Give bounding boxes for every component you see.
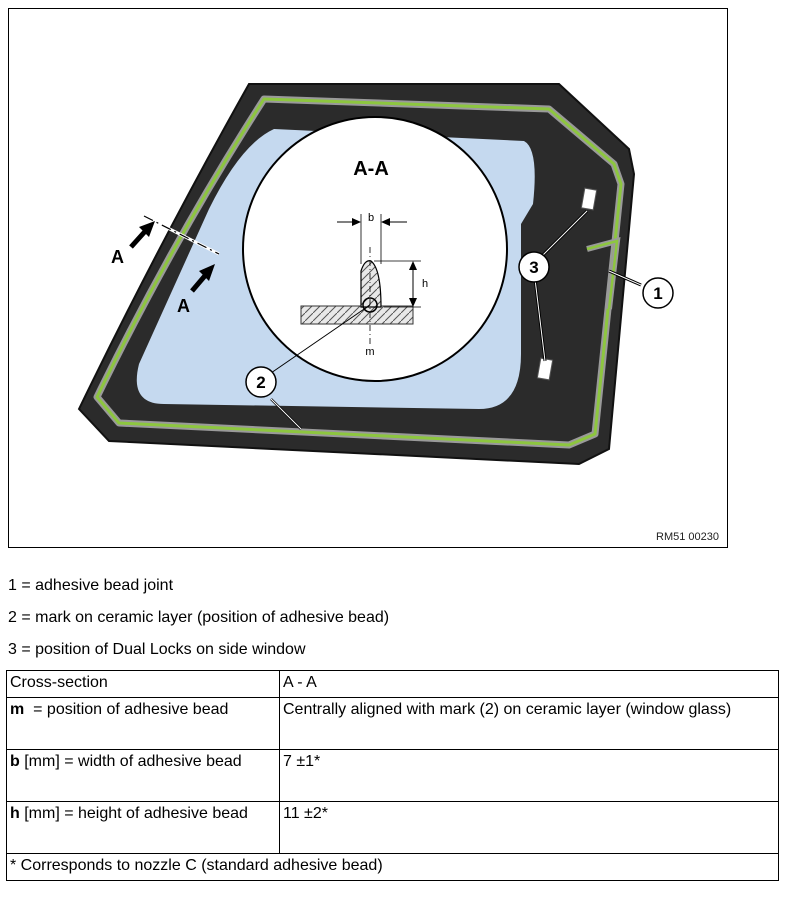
section-detail-circle — [242, 116, 508, 382]
header-section-aa: A - A — [279, 670, 779, 698]
figure-code: RM51 00230 — [656, 531, 719, 543]
row-m-value: Centrally aligned with mark (2) on ceram… — [279, 696, 779, 750]
bead-profile — [360, 260, 382, 308]
row-m-key: m — [10, 700, 25, 718]
dimension-b-label: b — [368, 212, 374, 224]
cut-label-a-top: A — [111, 247, 124, 267]
table-footnote: * Corresponds to nozzle C (standard adhe… — [6, 852, 779, 881]
callout-2 — [245, 366, 277, 398]
cut-label-a-bottom: A — [177, 296, 190, 316]
dual-lock-pad — [580, 187, 598, 211]
callout-1 — [642, 277, 674, 309]
header-cross-section: Cross-section — [6, 670, 280, 698]
dimension-h-label: h — [422, 278, 428, 290]
section-label: A-A — [353, 158, 389, 180]
dual-lock-pad — [536, 357, 554, 381]
row-b-key: b — [10, 752, 20, 770]
legend-item-3: 3 = position of Dual Locks on side windo… — [8, 641, 306, 658]
adhesive-bead — [95, 97, 623, 447]
table-header-row: Cross-section A - A — [6, 670, 779, 698]
callout-3 — [518, 251, 550, 283]
spec-table: Cross-section A - A m = position of adhe… — [6, 670, 779, 881]
glass-section — [300, 305, 414, 325]
row-h-key: h — [10, 804, 20, 822]
callout-3-label: 3 — [529, 258, 538, 277]
row-b-value: 7 ±1* — [279, 748, 779, 802]
mark-m-label: m — [365, 346, 374, 358]
row-h-desc: h [mm] = height of adhesive bead — [6, 800, 280, 854]
table-row: b [mm] = width of adhesive bead 7 ±1* — [6, 748, 779, 802]
row-m-text: = position of adhesive bead — [24, 700, 229, 718]
row-h-value: 11 ±2* — [279, 800, 779, 854]
row-h-text: [mm] = height of adhesive bead — [19, 804, 248, 822]
table-row: h [mm] = height of adhesive bead 11 ±2* — [6, 800, 779, 854]
diagram-figure: A A A-A m b h 2 — [8, 8, 728, 548]
row-b-desc: b [mm] = width of adhesive bead — [6, 748, 280, 802]
legend-item-1: 1 = adhesive bead joint — [8, 577, 174, 594]
callout-2-label: 2 — [256, 373, 265, 392]
table-row: m = position of adhesive bead Centrally … — [6, 696, 779, 750]
row-m-desc: m = position of adhesive bead — [6, 696, 280, 750]
legend-item-2: 2 = mark on ceramic layer (position of a… — [8, 609, 390, 626]
callout-1-label: 1 — [653, 284, 662, 303]
table-footnote-row: * Corresponds to nozzle C (standard adhe… — [6, 852, 779, 881]
row-b-text: [mm] = width of adhesive bead — [19, 752, 242, 770]
side-window-diagram: A A A-A m b h 2 — [77, 83, 674, 466]
